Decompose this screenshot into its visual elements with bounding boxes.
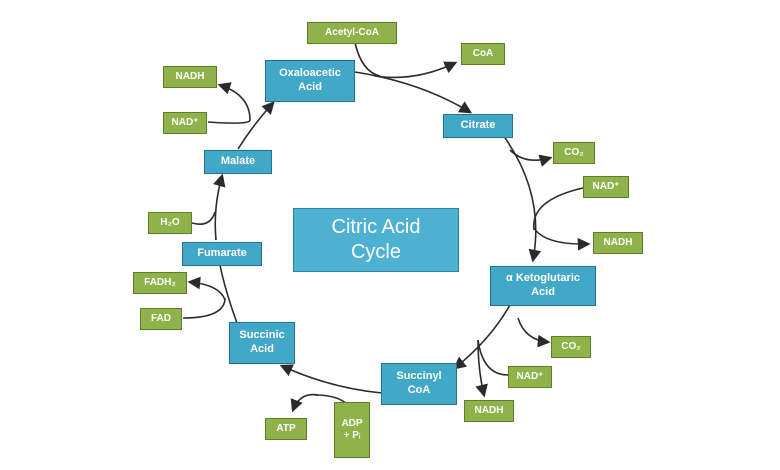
cofactor-fad-label: FAD [151, 312, 171, 324]
cofactor-nad-1: NAD⁺ [583, 176, 629, 198]
cofactor-nad-1-label: NAD⁺ [592, 180, 620, 192]
cofactor-nadh-3: NADH [163, 66, 217, 88]
arrow-ketoglutaric-to-succinyl [453, 304, 511, 370]
arrow-nad-in-2 [477, 339, 509, 376]
node-oxaloacetic-acid-label: Oxaloacetic Acid [279, 67, 341, 93]
arrow-acetyl-coa-in [354, 42, 381, 77]
node-alpha-ketoglutaric-acid-label: α Ketoglutaric Acid [506, 272, 580, 298]
node-fumarate: Fumarate [182, 242, 262, 266]
arrow-coa-out [374, 61, 458, 79]
cofactor-atp: ATP [265, 418, 307, 440]
cofactor-fadh2-label: FADH₂ [144, 276, 176, 288]
node-oxaloacetic-acid: Oxaloacetic Acid [265, 60, 355, 102]
cofactor-acetyl-coa-label: Acetyl-CoA [325, 26, 379, 38]
cofactor-nad-2-label: NAD⁺ [516, 370, 544, 382]
arrow-succinyl-to-succinic [279, 364, 383, 394]
cofactor-coa-label: CoA [472, 47, 494, 59]
cofactor-adp-pi: ADP + Pᵢ [334, 402, 370, 458]
cofactor-fadh2: FADH₂ [133, 272, 187, 294]
cofactor-co2-1-label: CO₂ [564, 146, 584, 158]
cofactor-nad-3: NAD⁺ [163, 112, 207, 134]
node-fumarate-label: Fumarate [197, 247, 247, 260]
cofactor-atp-label: ATP [276, 422, 296, 434]
arrow-nadh-out-3 [217, 82, 251, 121]
arrow-nadh-out-2 [475, 339, 488, 398]
node-citrate-label: Citrate [460, 119, 496, 132]
center-label-box: Citric Acid Cycle [293, 208, 459, 272]
arrow-fumarate-to-malate [213, 173, 226, 241]
arrow-h2o-in [191, 211, 216, 225]
cofactor-fad: FAD [140, 308, 182, 330]
cofactor-coa: CoA [461, 43, 505, 65]
node-citrate: Citrate [443, 114, 513, 138]
arrow-malate-to-oxaloacetic [237, 101, 275, 150]
cofactor-co2-2: CO₂ [551, 336, 591, 358]
cofactor-nad-3-label: NAD⁺ [171, 116, 199, 128]
cofactor-adp-pi-label: ADP + Pᵢ [341, 417, 363, 442]
node-malate: Malate [204, 150, 272, 174]
arrow-fadh2-out [187, 276, 226, 301]
cofactor-nadh-2-label: NADH [474, 404, 504, 416]
arrow-nad-in-1 [533, 187, 584, 231]
cofactor-h2o: H₂O [148, 212, 192, 234]
node-succinyl-coa: Succinyl CoA [381, 363, 457, 405]
arrow-nad-in-3 [207, 119, 251, 124]
node-succinic-acid: Succinic Acid [229, 322, 295, 364]
cofactor-nadh-1-label: NADH [603, 236, 633, 248]
cofactor-nadh-2: NADH [464, 400, 514, 422]
arrow-fad-in [182, 297, 226, 319]
center-label: Citric Acid Cycle [331, 216, 421, 263]
node-succinic-acid-label: Succinic Acid [239, 329, 285, 355]
arrow-nadh-out-1 [533, 227, 591, 251]
cofactor-acetyl-coa: Acetyl-CoA [307, 22, 397, 44]
arrow-oxaloacetic-to-citrate [354, 71, 473, 114]
node-malate-label: Malate [220, 155, 256, 168]
arrow-co2-out-2 [517, 317, 551, 348]
cofactor-co2-2-label: CO₂ [561, 340, 581, 352]
arrow-succinic-to-fumarate [219, 264, 238, 324]
node-alpha-ketoglutaric-acid: α Ketoglutaric Acid [490, 266, 596, 306]
cofactor-co2-1: CO₂ [553, 142, 595, 164]
cofactor-nadh-1: NADH [593, 232, 643, 254]
arrow-co2-out-1 [509, 149, 553, 167]
cofactor-nad-2: NAD⁺ [508, 366, 552, 388]
cofactor-h2o-label: H₂O [160, 216, 180, 228]
node-succinyl-coa-label: Succinyl CoA [396, 370, 442, 396]
arrow-citrate-to-ketoglutaric [504, 137, 542, 263]
cofactor-nadh-3-label: NADH [175, 70, 205, 82]
arrow-atp-out [290, 393, 319, 413]
